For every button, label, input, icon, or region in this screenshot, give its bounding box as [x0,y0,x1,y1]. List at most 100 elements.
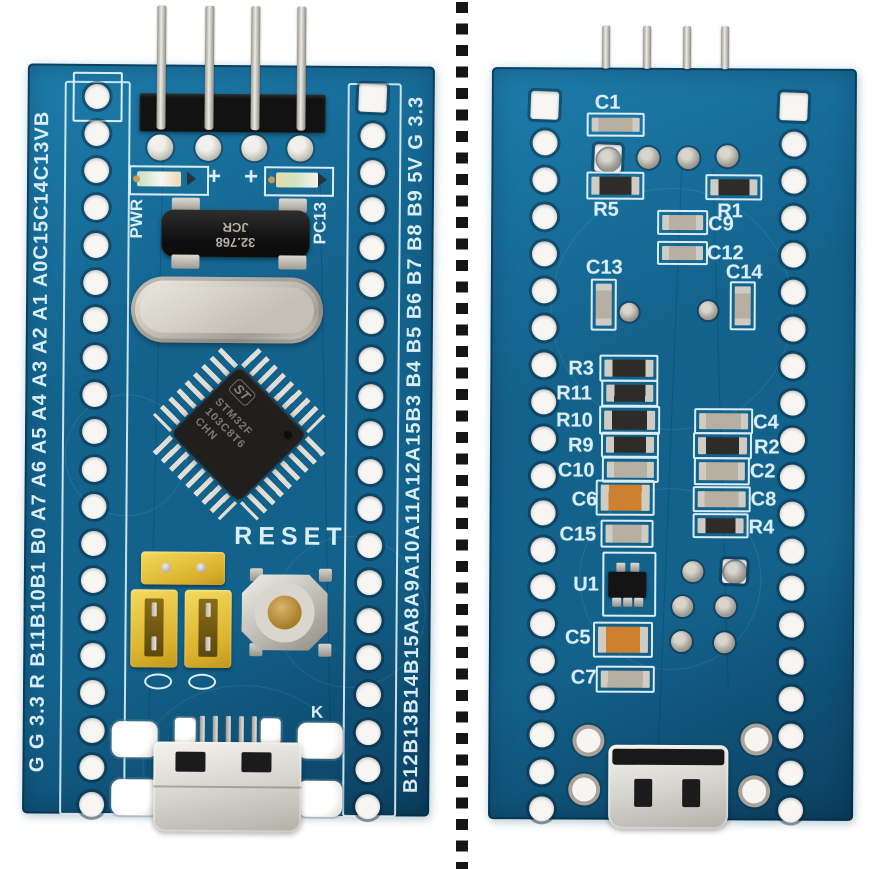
component-label-C6: C6 [571,488,598,511]
through-hole [359,160,385,186]
component-body [734,286,751,326]
through-hole [81,381,107,407]
boot-jumpers [128,547,237,690]
component-body [697,518,744,534]
ic-leg [630,562,640,572]
component-R3 [599,354,659,382]
pin-row-outline-right [342,82,402,818]
stm32-mcu: ST STM32F 103C8T6 CHN [134,329,343,538]
pin-row-outline-left [59,80,131,816]
header-pin-stub [601,25,611,69]
usb-notch [241,752,272,773]
through-hole [79,642,105,669]
through-hole [357,383,383,410]
usb-notch [634,778,653,807]
through-hole [358,234,385,260]
solder-joint [670,630,693,653]
usb-shell [152,741,302,833]
plus-mark: + [243,163,259,191]
through-hole [79,717,105,743]
st-logo: ST [227,377,257,407]
pwr-label-text: PWR [127,198,147,239]
usb-pin [251,716,257,745]
pc13-label: PC13 [308,193,330,253]
component-label-R5: R5 [593,198,619,221]
through-hole [79,605,106,631]
header-solder-joint [637,146,660,169]
through-hole [358,272,384,298]
through-hole [81,419,107,445]
component-C4 [694,408,754,435]
component-label-R10: R10 [556,409,593,432]
header-pin [295,6,306,131]
through-hole [531,314,557,340]
square-pad-pin1 [779,92,809,122]
component-label-C2: C2 [749,460,776,483]
led-polarity-mark [186,171,197,186]
header-pin-stubs [492,25,857,70]
component-label-R9: R9 [567,434,594,457]
reset-button-plunger [267,595,302,630]
through-hole [356,533,382,559]
component-body [591,176,640,195]
through-hole [355,645,381,671]
component-R9 [600,431,660,458]
component-body [605,436,655,453]
rtc-marking-line1: 32.768 [215,234,256,250]
square-pad-pin1 [358,83,388,113]
usb-pin [199,715,205,744]
component-body [710,179,758,196]
through-hole [529,573,555,599]
mount-hole [742,779,767,804]
component-R5 [586,171,645,200]
pin-holes-back [492,67,857,823]
component-label-C7: C7 [570,666,597,689]
solder-joint [724,561,746,583]
component-body [604,410,656,430]
through-hole [531,277,557,303]
through-hole [82,344,108,370]
ic-leg [612,597,622,607]
component-body [698,462,745,481]
header-pin [155,5,166,130]
usb-notch [682,779,701,808]
jumper-pin [151,602,157,617]
component-body [604,359,654,377]
header-solder-joint [597,148,620,171]
component-body [605,524,649,543]
through-hole [531,203,557,229]
reset-label: RESET [234,522,348,551]
through-hole [780,168,806,194]
ic-leg [634,597,644,607]
through-hole [779,390,805,416]
through-hole [83,195,109,221]
through-hole [777,797,803,823]
mount-hole [744,727,769,752]
header-solder-ring [195,134,222,161]
component-C14 [729,281,756,331]
header-pin-stub [720,26,730,70]
hse-crystal [130,276,324,344]
usb-pin [225,715,231,745]
micro-usb-back [607,744,729,830]
k-mark: K [310,702,324,722]
header-pin-stub [642,25,652,69]
through-hole [780,205,806,231]
through-hole [83,157,109,184]
through-hole [80,568,106,594]
component-R11 [601,379,659,407]
trace-decor [319,185,331,746]
component-body [597,626,649,653]
jumper-pin [151,636,157,651]
through-hole [530,462,556,488]
component-label-C13: C13 [585,256,623,279]
component-label-R11: R11 [556,382,592,405]
through-hole [84,83,110,109]
component-C1 [586,112,645,137]
component-label-C5: C5 [564,626,591,649]
component-label-R3: R3 [568,357,595,380]
through-hole [81,456,107,482]
led-solder-dot [133,175,141,183]
